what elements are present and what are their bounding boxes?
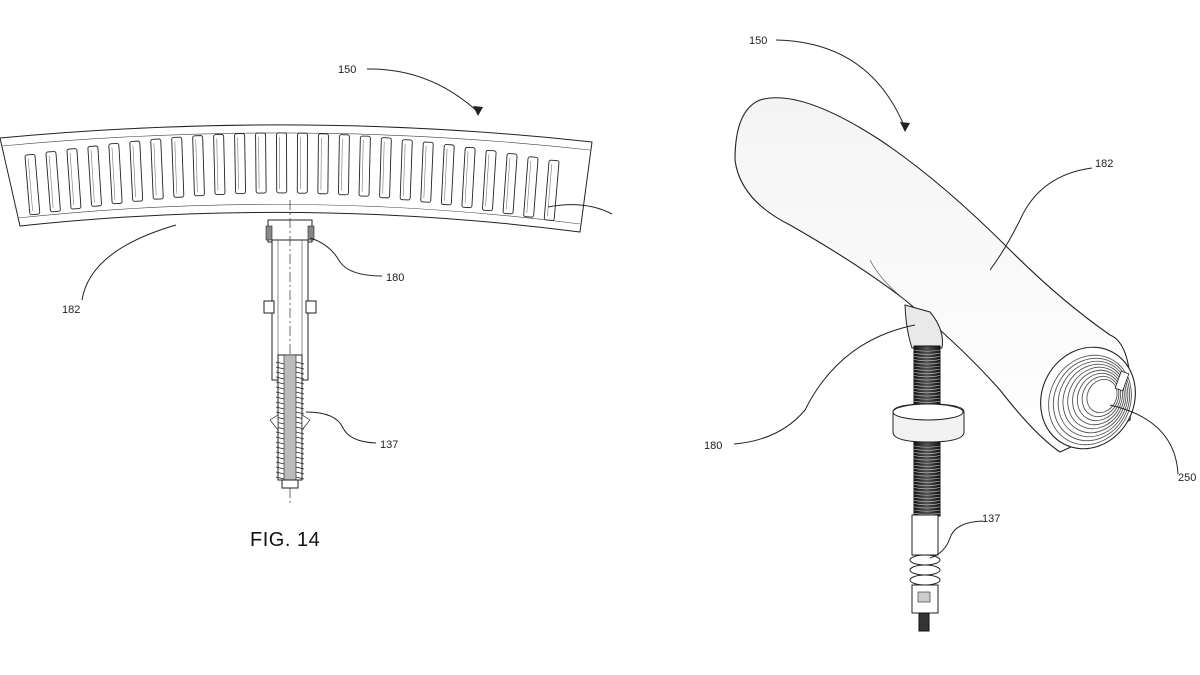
tube-slot [24,153,41,216]
tube-slot [108,143,123,205]
tube-slot [338,134,350,196]
left-stem [263,200,317,505]
ref-180-left: 180 [386,272,404,284]
leader-slot-left [547,204,613,215]
ref-250-right: 250 [1178,472,1196,484]
right-tube-body [734,97,1132,453]
tube-slot [234,133,246,195]
left-nut [263,300,275,314]
tube-slot [317,133,329,195]
leader-180-right [733,324,916,445]
tube-slot [45,151,61,213]
left-tube-slots [24,132,560,221]
leader-137-right [929,520,984,559]
leader-150-left [366,68,479,113]
tube-slot [379,137,392,199]
right-valve-pin [918,612,930,632]
tube-slot [255,132,267,194]
left-tube-inner-bottom [17,204,581,225]
tube-slot [420,141,434,203]
right-valve-rings [909,554,941,586]
right-connector-180 [904,304,943,349]
tube-slot [440,144,455,206]
right-tube-shade-line [869,259,906,301]
tube-slot [502,153,518,215]
tube-slot [171,136,185,198]
leader-137-left [305,411,377,444]
tube-slot [87,145,102,207]
tube-slot [358,135,371,197]
ref-180-right: 180 [704,440,722,452]
tube-slot [192,135,205,197]
tube-slot [461,146,476,209]
ref-137-left: 137 [380,439,398,451]
leader-182-right [989,167,1093,271]
tube-slot [296,132,308,194]
tube-slot [399,139,413,201]
right-inner-coil [1048,354,1132,446]
ref-182-left: 182 [62,304,80,316]
ref-182-right: 182 [1095,158,1113,170]
right-stem-threads [913,349,941,515]
leader-150-right [775,39,906,129]
tube-slot [150,138,164,200]
left-tube-inner-top [1,132,591,151]
right-isometric-view: 150 182 180 137 250 [704,35,1196,632]
tube-slot [523,156,539,218]
left-tube-outer [0,124,593,233]
tube-slot [66,148,82,210]
left-section-view: 150 182 180 137 FIG. 14 [0,64,613,551]
figure-caption: FIG. 14 [250,529,320,551]
leader-180-left [309,237,383,277]
tube-slot [213,133,226,195]
leader-250-right [1109,404,1179,475]
tube-slot [276,132,288,194]
tube-slot [129,140,144,202]
ref-150-left: 150 [338,64,356,76]
leader-182-left [81,224,177,301]
ref-137-right: 137 [982,513,1000,525]
tube-slot [482,149,497,212]
ref-150-right: 150 [749,35,767,47]
